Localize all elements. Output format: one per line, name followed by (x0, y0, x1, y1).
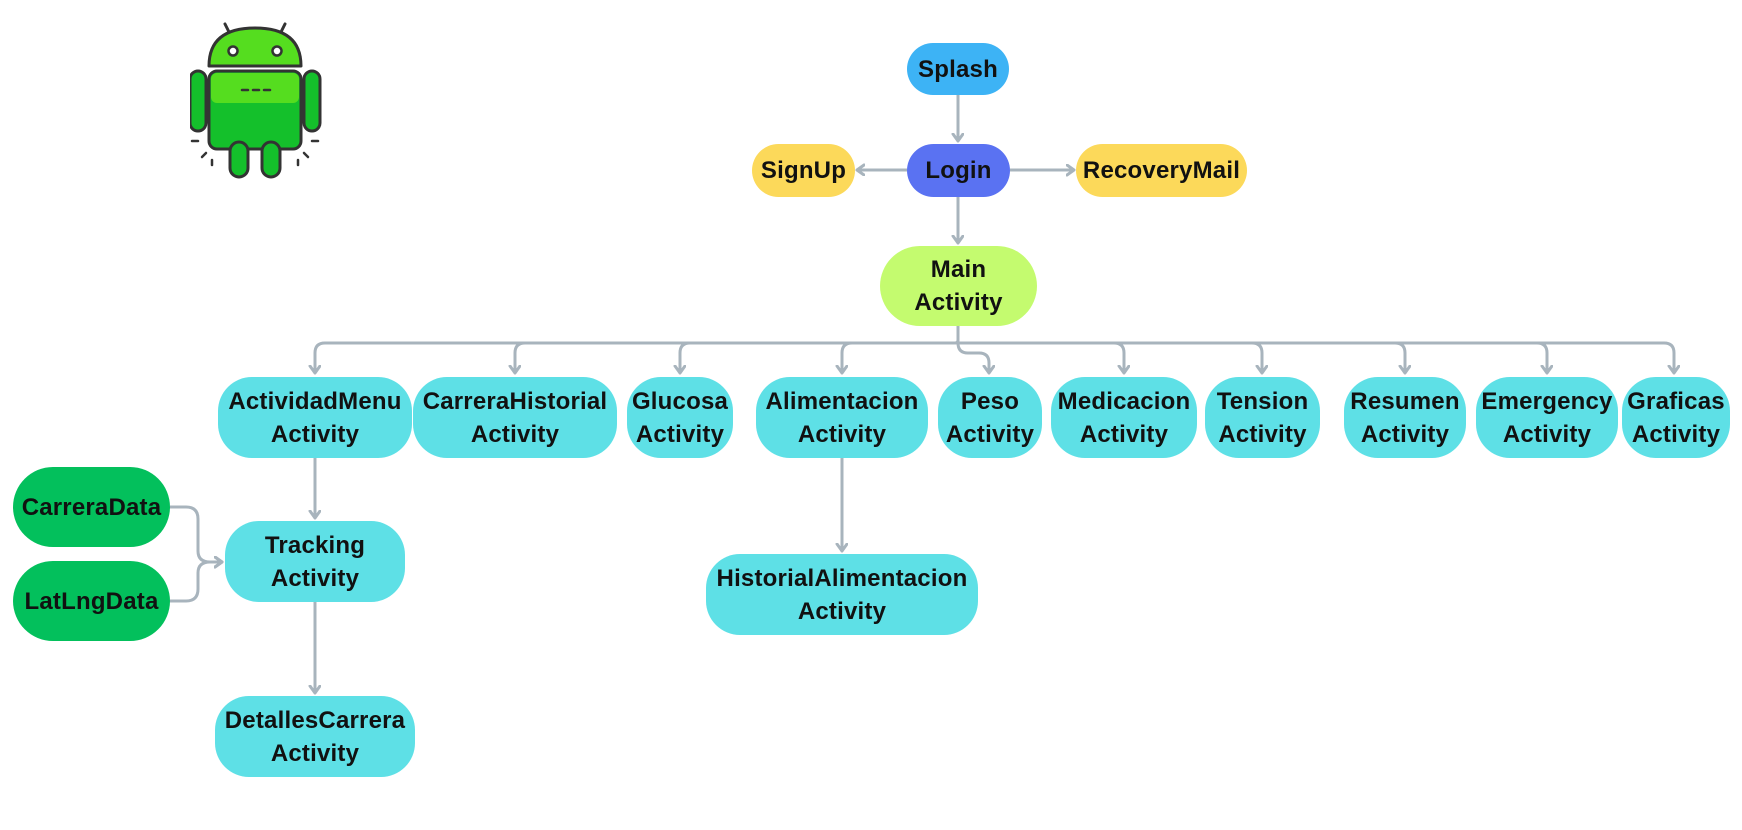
node-actividadmenu-activity[interactable]: ActividadMenu Activity (218, 377, 412, 458)
android-icon (190, 22, 322, 179)
node-tracking-line1: Tracking (264, 531, 366, 559)
node-graficas-activity[interactable]: Graficas Activity (1622, 377, 1730, 458)
edge-main-carrerahistorial (515, 341, 958, 373)
edge-latlngdata-tracking (170, 562, 222, 603)
node-medicacion-line2: Activity (1079, 420, 1169, 448)
node-graficas-line1: Graficas (1627, 387, 1725, 415)
node-tension-line1: Tension (1216, 387, 1309, 415)
node-medicacion-line1: Medicacion (1057, 387, 1191, 415)
node-emergency-activity[interactable]: Emergency Activity (1476, 377, 1618, 458)
node-detallescarrera-activity[interactable]: DetallesCarrera Activity (215, 696, 415, 777)
node-latlngdata[interactable]: LatLngData (13, 561, 170, 641)
edge-main-peso (956, 326, 989, 373)
node-historialalimentacion-activity[interactable]: HistorialAlimentacion Activity (706, 554, 978, 635)
node-main-activity-line1: Main (930, 256, 987, 283)
node-recoverymail[interactable]: RecoveryMail (1076, 144, 1247, 197)
node-signup[interactable]: SignUp (752, 144, 855, 197)
node-resumen-line2: Activity (1360, 420, 1450, 448)
node-tension-activity[interactable]: Tension Activity (1205, 377, 1320, 458)
node-main-activity-line2: Activity (914, 289, 1003, 316)
node-historialalimentacion-line1: HistorialAlimentacion (716, 564, 968, 592)
node-carrerahistorial-line2: Activity (470, 420, 560, 448)
node-resumen-line1: Resumen (1350, 387, 1460, 415)
edge-main-actividadmenu (315, 326, 960, 373)
edge-main-graficas (958, 341, 1674, 373)
node-emergency-line2: Activity (1502, 420, 1592, 448)
node-alimentacion-line2: Activity (797, 420, 887, 448)
node-carreradata-label: CarreraData (21, 493, 162, 521)
node-actividadmenu-line1: ActividadMenu (228, 387, 402, 415)
edge-main-resumen (958, 341, 1405, 373)
edge-main-emergency (958, 341, 1547, 373)
node-peso-line2: Activity (945, 420, 1035, 448)
node-glucosa-line2: Activity (635, 420, 725, 448)
node-medicacion-activity[interactable]: Medicacion Activity (1051, 377, 1197, 458)
edge-carreradata-tracking (170, 505, 222, 562)
node-emergency-line1: Emergency (1481, 387, 1613, 415)
node-carrerahistorial-line1: CarreraHistorial (422, 387, 608, 415)
node-carrerahistorial-activity[interactable]: CarreraHistorial Activity (413, 377, 617, 458)
node-detallescarrera-line2: Activity (270, 739, 360, 767)
node-detallescarrera-line1: DetallesCarrera (224, 706, 406, 734)
node-login-label: Login (925, 157, 992, 184)
node-alimentacion-line1: Alimentacion (765, 387, 919, 415)
node-latlngdata-label: LatLngData (24, 587, 159, 615)
node-recoverymail-label: RecoveryMail (1082, 157, 1241, 184)
edge-main-alimentacion (842, 341, 958, 373)
node-tracking-line2: Activity (270, 564, 360, 592)
node-splash-label: Splash (918, 55, 998, 83)
edge-main-tension (958, 341, 1262, 373)
node-splash[interactable]: Splash (907, 43, 1009, 95)
node-glucosa-line1: Glucosa (631, 387, 729, 415)
node-alimentacion-activity[interactable]: Alimentacion Activity (756, 377, 928, 458)
node-resumen-activity[interactable]: Resumen Activity (1344, 377, 1466, 458)
node-glucosa-activity[interactable]: Glucosa Activity (627, 377, 733, 458)
node-login[interactable]: Login (907, 144, 1010, 197)
node-historialalimentacion-line2: Activity (797, 597, 887, 625)
node-actividadmenu-line2: Activity (270, 420, 360, 448)
node-carreradata[interactable]: CarreraData (13, 467, 170, 547)
node-graficas-line2: Activity (1631, 420, 1721, 448)
node-tension-line2: Activity (1218, 420, 1307, 448)
edge-main-medicacion (958, 341, 1124, 373)
node-tracking-activity[interactable]: Tracking Activity (225, 521, 405, 602)
node-peso-line1: Peso (960, 387, 1020, 415)
node-main-activity[interactable]: Main Activity (880, 246, 1037, 326)
edge-main-glucosa (680, 341, 958, 373)
node-peso-activity[interactable]: Peso Activity (938, 377, 1042, 458)
node-signup-label: SignUp (760, 157, 847, 184)
